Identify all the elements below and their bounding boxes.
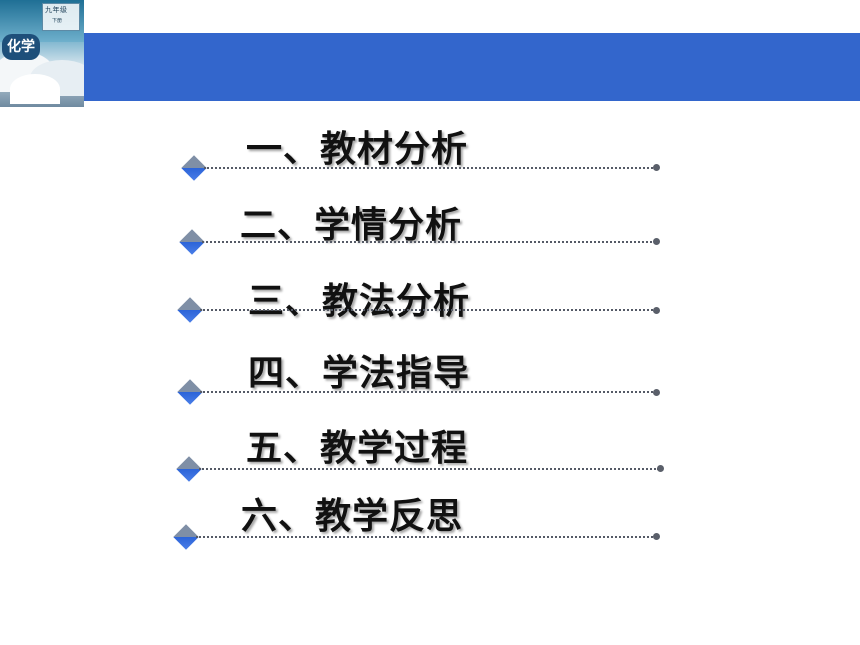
dotted-rule — [204, 167, 656, 169]
cover-subject: 化学 — [2, 34, 40, 60]
diamond-bullet-icon — [177, 297, 203, 323]
cover-label-box — [42, 3, 80, 31]
outline-item-1[interactable]: 一、教材分析 — [0, 120, 860, 190]
rule-end-dot-icon — [653, 389, 660, 396]
header-bar — [0, 33, 860, 101]
diamond-bullet-icon — [173, 524, 199, 550]
outline-item-label: 三、教法分析 — [248, 281, 471, 322]
dotted-rule — [196, 536, 656, 538]
dotted-rule — [199, 468, 659, 470]
diamond-bullet-icon — [181, 155, 207, 181]
rule-end-dot-icon — [653, 164, 660, 171]
outline-item-label: 五、教学过程 — [246, 428, 469, 469]
cover-grade: 九年级 — [45, 6, 68, 14]
textbook-cover-image: 九年级 下册 化学 — [0, 0, 84, 107]
outline-item-label: 二、学情分析 — [240, 205, 463, 246]
outline-item-2[interactable]: 二、学情分析 — [0, 196, 860, 266]
outline-item-6[interactable]: 六、教学反思 — [0, 487, 860, 557]
dotted-rule — [200, 309, 656, 311]
outline-item-4[interactable]: 四、学法指导 — [0, 344, 860, 414]
rule-end-dot-icon — [653, 533, 660, 540]
dotted-rule — [200, 391, 656, 393]
rule-end-dot-icon — [657, 465, 664, 472]
rule-end-dot-icon — [653, 307, 660, 314]
cover-volume: 下册 — [52, 18, 63, 24]
outline-item-label: 一、教材分析 — [246, 129, 469, 170]
dotted-rule — [202, 241, 656, 243]
outline-item-label: 四、学法指导 — [248, 353, 471, 394]
cover-salt-hill — [10, 74, 60, 104]
outline-item-5[interactable]: 五、教学过程 — [0, 419, 860, 489]
outline-item-label: 六、教学反思 — [241, 496, 464, 537]
rule-end-dot-icon — [653, 238, 660, 245]
diamond-bullet-icon — [177, 379, 203, 405]
diamond-bullet-icon — [179, 229, 205, 255]
outline-item-3[interactable]: 三、教法分析 — [0, 272, 860, 342]
diamond-bullet-icon — [176, 456, 202, 482]
